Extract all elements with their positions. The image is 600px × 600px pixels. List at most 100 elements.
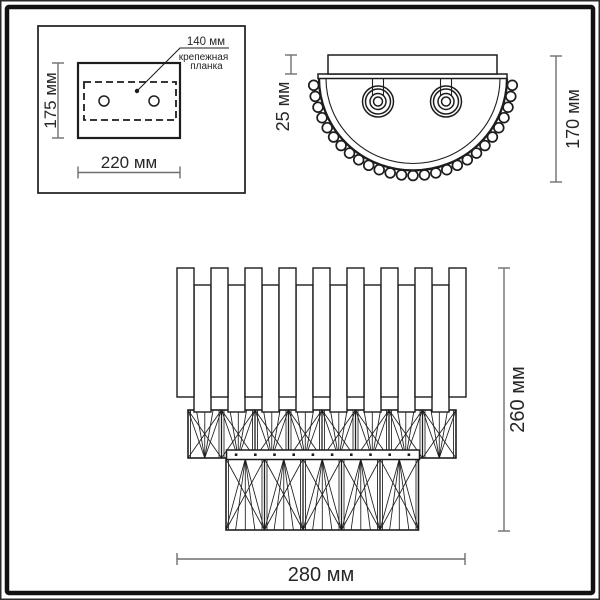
- mounting-plate-view: 140 мм крепежная планка 175 мм 220 мм: [37, 25, 246, 194]
- prism-facet: [422, 409, 440, 459]
- prism-facet: [360, 458, 371, 531]
- crystal-rod-back: [295, 284, 314, 413]
- band-stud: [254, 453, 257, 456]
- dim-label-170mm: 170 мм: [563, 89, 583, 149]
- bead: [418, 169, 431, 181]
- crystal-rod-back: [193, 284, 212, 413]
- prism-facet: [187, 409, 206, 459]
- bead: [327, 131, 340, 143]
- bead: [506, 79, 519, 92]
- band-stud: [311, 453, 315, 456]
- prism-facet: [283, 458, 294, 531]
- band-stud: [330, 453, 334, 456]
- prism-facet: [264, 458, 285, 531]
- socket-inner-ring: [437, 92, 455, 111]
- band-stud: [350, 453, 353, 456]
- bead: [407, 169, 419, 182]
- crystal-rod-back: [431, 284, 450, 413]
- bead: [395, 169, 408, 181]
- bead: [470, 147, 483, 159]
- crystal-rods: [176, 267, 467, 413]
- band-dots: [234, 453, 411, 456]
- band-stud: [234, 453, 238, 456]
- prism-facet: [438, 409, 457, 459]
- socket-ring: [364, 88, 392, 115]
- tier-band: [225, 449, 421, 461]
- band-stud: [292, 453, 295, 456]
- dim-label-175mm: 175 мм: [41, 72, 60, 128]
- dim-label-260mm: 260 мм: [507, 366, 529, 432]
- bead: [343, 147, 356, 159]
- socket-ring: [432, 88, 460, 115]
- crystal-rod-back: [227, 284, 246, 413]
- band-stud: [369, 453, 372, 456]
- page-frame: [4, 4, 596, 596]
- crystal-tier-bottom: [225, 458, 420, 531]
- bead: [479, 139, 491, 152]
- prism-facet: [350, 458, 362, 531]
- crystal-rod-back: [397, 284, 416, 413]
- prism-facet: [273, 458, 285, 531]
- band-stud: [273, 453, 276, 456]
- top-view: 25 мм 170 мм: [273, 54, 583, 183]
- prism-facet: [244, 458, 256, 531]
- prism-facet: [312, 458, 323, 531]
- dim-label-25mm: 25 мм: [273, 82, 293, 132]
- bracket-name-line2: планка: [190, 61, 223, 72]
- prism-facet: [430, 409, 440, 459]
- crystal-rod-front: [210, 267, 229, 398]
- prism-facet: [302, 458, 323, 531]
- prism-facet: [398, 458, 410, 531]
- crystal-rod-front: [448, 267, 467, 398]
- mounting-hole-left: [98, 95, 110, 107]
- prism-facet: [225, 458, 246, 531]
- crystal-rod-front: [278, 267, 297, 398]
- prism-facet: [283, 458, 304, 531]
- bead: [335, 139, 347, 152]
- socket-center: [372, 96, 384, 107]
- back-plate: [327, 54, 498, 75]
- dimension-220: 220 мм: [77, 153, 181, 179]
- prism-facet: [321, 458, 333, 531]
- lamp-socket-right: [429, 78, 463, 118]
- prism-facet: [204, 409, 214, 459]
- crystal-rod-front: [176, 267, 195, 398]
- bead: [486, 131, 499, 143]
- crystal-rod-back: [363, 284, 382, 413]
- base-plate-outline: [76, 61, 182, 140]
- prism-facet: [379, 458, 400, 531]
- dimension-170: 170 мм: [550, 55, 583, 183]
- dimension-260: 260 мм: [498, 267, 529, 532]
- prism-facet: [360, 458, 381, 531]
- crystal-rod-front: [380, 267, 399, 398]
- prism-facet: [321, 458, 342, 531]
- crystal-rod-front: [312, 267, 331, 398]
- front-view: 260 мм 280 мм: [176, 267, 529, 586]
- band-stud: [388, 453, 391, 456]
- crystal-rod-front: [414, 267, 433, 398]
- bead: [493, 121, 505, 134]
- prism-facet: [389, 458, 400, 531]
- leader-line: [136, 47, 229, 92]
- bead: [307, 79, 320, 92]
- crystal-rod-front: [244, 267, 263, 398]
- prism-facet: [438, 409, 449, 459]
- mounting-hole-right: [148, 95, 160, 107]
- prism-facet: [244, 458, 265, 531]
- prism-facet: [204, 409, 222, 459]
- band-rail: [225, 449, 421, 461]
- crystal-rod-back: [261, 284, 280, 413]
- crystal-rod-front: [346, 267, 365, 398]
- dimension-280: 280 мм: [176, 553, 466, 586]
- bracket-name-line1: крепежная: [179, 52, 229, 63]
- band-stud: [407, 453, 411, 456]
- lamp-socket-left: [361, 78, 395, 118]
- dim-label-220mm: 220 мм: [101, 153, 157, 172]
- bracket-dashed-outline: [83, 81, 177, 121]
- bracket-width-label: 140 мм: [187, 36, 225, 48]
- prism-facet: [341, 458, 362, 531]
- crystal-rod-back: [329, 284, 348, 413]
